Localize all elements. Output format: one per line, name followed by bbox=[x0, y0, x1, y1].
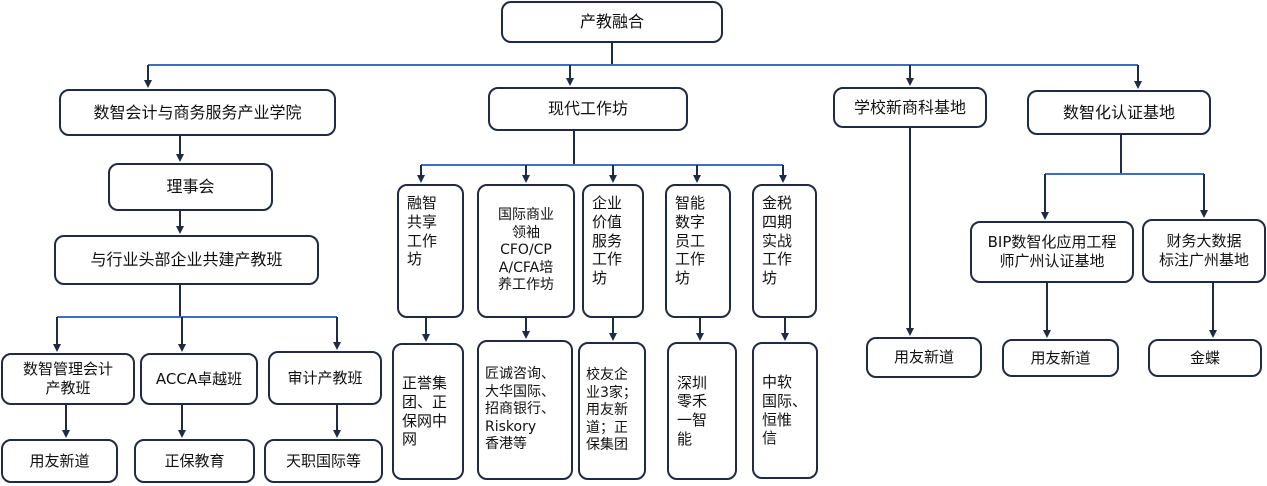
cert-partner-label: 用友新道 bbox=[1030, 348, 1091, 367]
workshop-item-label: 智能 数字 员工 工作 坊 bbox=[675, 194, 706, 287]
cert-label: 数智化认证基地 bbox=[1062, 102, 1175, 122]
workshop-partner: 匠诚咨询、 大华国际、 招商银行、 Riskory 香港等 bbox=[477, 340, 573, 480]
workshop-item-label: 国际商业 领袖 CFO/CP A/CFA培 养工作坊 bbox=[498, 207, 554, 294]
workshop-partner-label: 深圳 零禾 一智 能 bbox=[677, 373, 708, 448]
workshop-item: 融智 共享 工作 坊 bbox=[397, 184, 464, 318]
workshop-item: 国际商业 领袖 CFO/CP A/CFA培 养工作坊 bbox=[477, 184, 575, 318]
council-node: 理事会 bbox=[108, 163, 273, 211]
workshop-partner-label: 匠诚咨询、 大华国际、 招商银行、 Riskory 香港等 bbox=[485, 366, 555, 453]
workshop-item: 智能 数字 员工 工作 坊 bbox=[665, 184, 731, 318]
cert-partner: 金蝶 bbox=[1148, 339, 1262, 377]
partner-label: 用友新道 bbox=[29, 451, 90, 470]
college-label: 数智会计与商务服务产业学院 bbox=[93, 102, 302, 122]
workshop-partner-label: 校友企 业3家； 用友新 道；正 保集团 bbox=[586, 367, 637, 454]
cert-node: 数智化认证基地 bbox=[1027, 90, 1211, 135]
workshop-item-label: 融智 共享 工作 坊 bbox=[407, 194, 438, 269]
partner-node: 用友新道 bbox=[1, 439, 118, 483]
cert-item: BIP数智化应用工程 师广州认证基地 bbox=[970, 221, 1134, 283]
partner-label: 天职国际等 bbox=[285, 451, 361, 470]
council-label: 理事会 bbox=[166, 177, 215, 196]
cert-partner-label: 金蝶 bbox=[1189, 348, 1220, 367]
partner-node: 正保教育 bbox=[134, 439, 255, 483]
class-node: 数智管理会计 产教班 bbox=[1, 353, 135, 405]
root-label: 产教融合 bbox=[579, 12, 644, 31]
cert-partner: 用友新道 bbox=[1002, 339, 1119, 377]
workshop-node: 现代工作坊 bbox=[488, 87, 688, 131]
workshop-partner: 中软 国际、 恒惟 信 bbox=[752, 342, 818, 479]
coclass-node: 与行业头部企业共建产教班 bbox=[54, 235, 319, 285]
workshop-partner: 正誉集 团、正 保网中 网 bbox=[392, 343, 464, 480]
workshop-item: 金税 四期 实战 工作 坊 bbox=[752, 184, 817, 318]
workshop-item: 企业 价值 服务 工作 坊 bbox=[582, 184, 644, 318]
cert-item-label: 财务大数据 标注广州基地 bbox=[1158, 232, 1249, 269]
class-label: ACCA卓越班 bbox=[155, 369, 243, 388]
class-label: 审计产教班 bbox=[287, 368, 363, 387]
base-node: 学校新商科基地 bbox=[833, 87, 987, 128]
workshop-item-label: 企业 价值 服务 工作 坊 bbox=[592, 194, 623, 287]
root-node: 产教融合 bbox=[501, 1, 723, 43]
workshop-label: 现代工作坊 bbox=[547, 99, 628, 118]
class-node: ACCA卓越班 bbox=[140, 353, 258, 405]
cert-item: 财务大数据 标注广州基地 bbox=[1142, 219, 1266, 283]
base-label: 学校新商科基地 bbox=[853, 97, 966, 117]
cert-item-label: BIP数智化应用工程 师广州认证基地 bbox=[987, 233, 1117, 270]
workshop-partner-label: 正誉集 团、正 保网中 网 bbox=[402, 374, 448, 449]
workshop-partner-label: 中软 国际、 恒惟 信 bbox=[762, 373, 808, 448]
workshop-item-label: 金税 四期 实战 工作 坊 bbox=[762, 194, 793, 287]
college-node: 数智会计与商务服务产业学院 bbox=[59, 89, 336, 136]
class-label: 数智管理会计 产教班 bbox=[22, 360, 113, 397]
base-partner-label: 用友新道 bbox=[893, 348, 954, 367]
partner-label: 正保教育 bbox=[164, 451, 225, 470]
base-partner-node: 用友新道 bbox=[866, 337, 982, 378]
coclass-label: 与行业头部企业共建产教班 bbox=[90, 250, 283, 269]
class-node: 审计产教班 bbox=[268, 351, 382, 405]
workshop-partner: 深圳 零禾 一智 能 bbox=[667, 342, 737, 480]
workshop-partner: 校友企 业3家； 用友新 道；正 保集团 bbox=[578, 342, 646, 480]
partner-node: 天职国际等 bbox=[264, 439, 383, 483]
